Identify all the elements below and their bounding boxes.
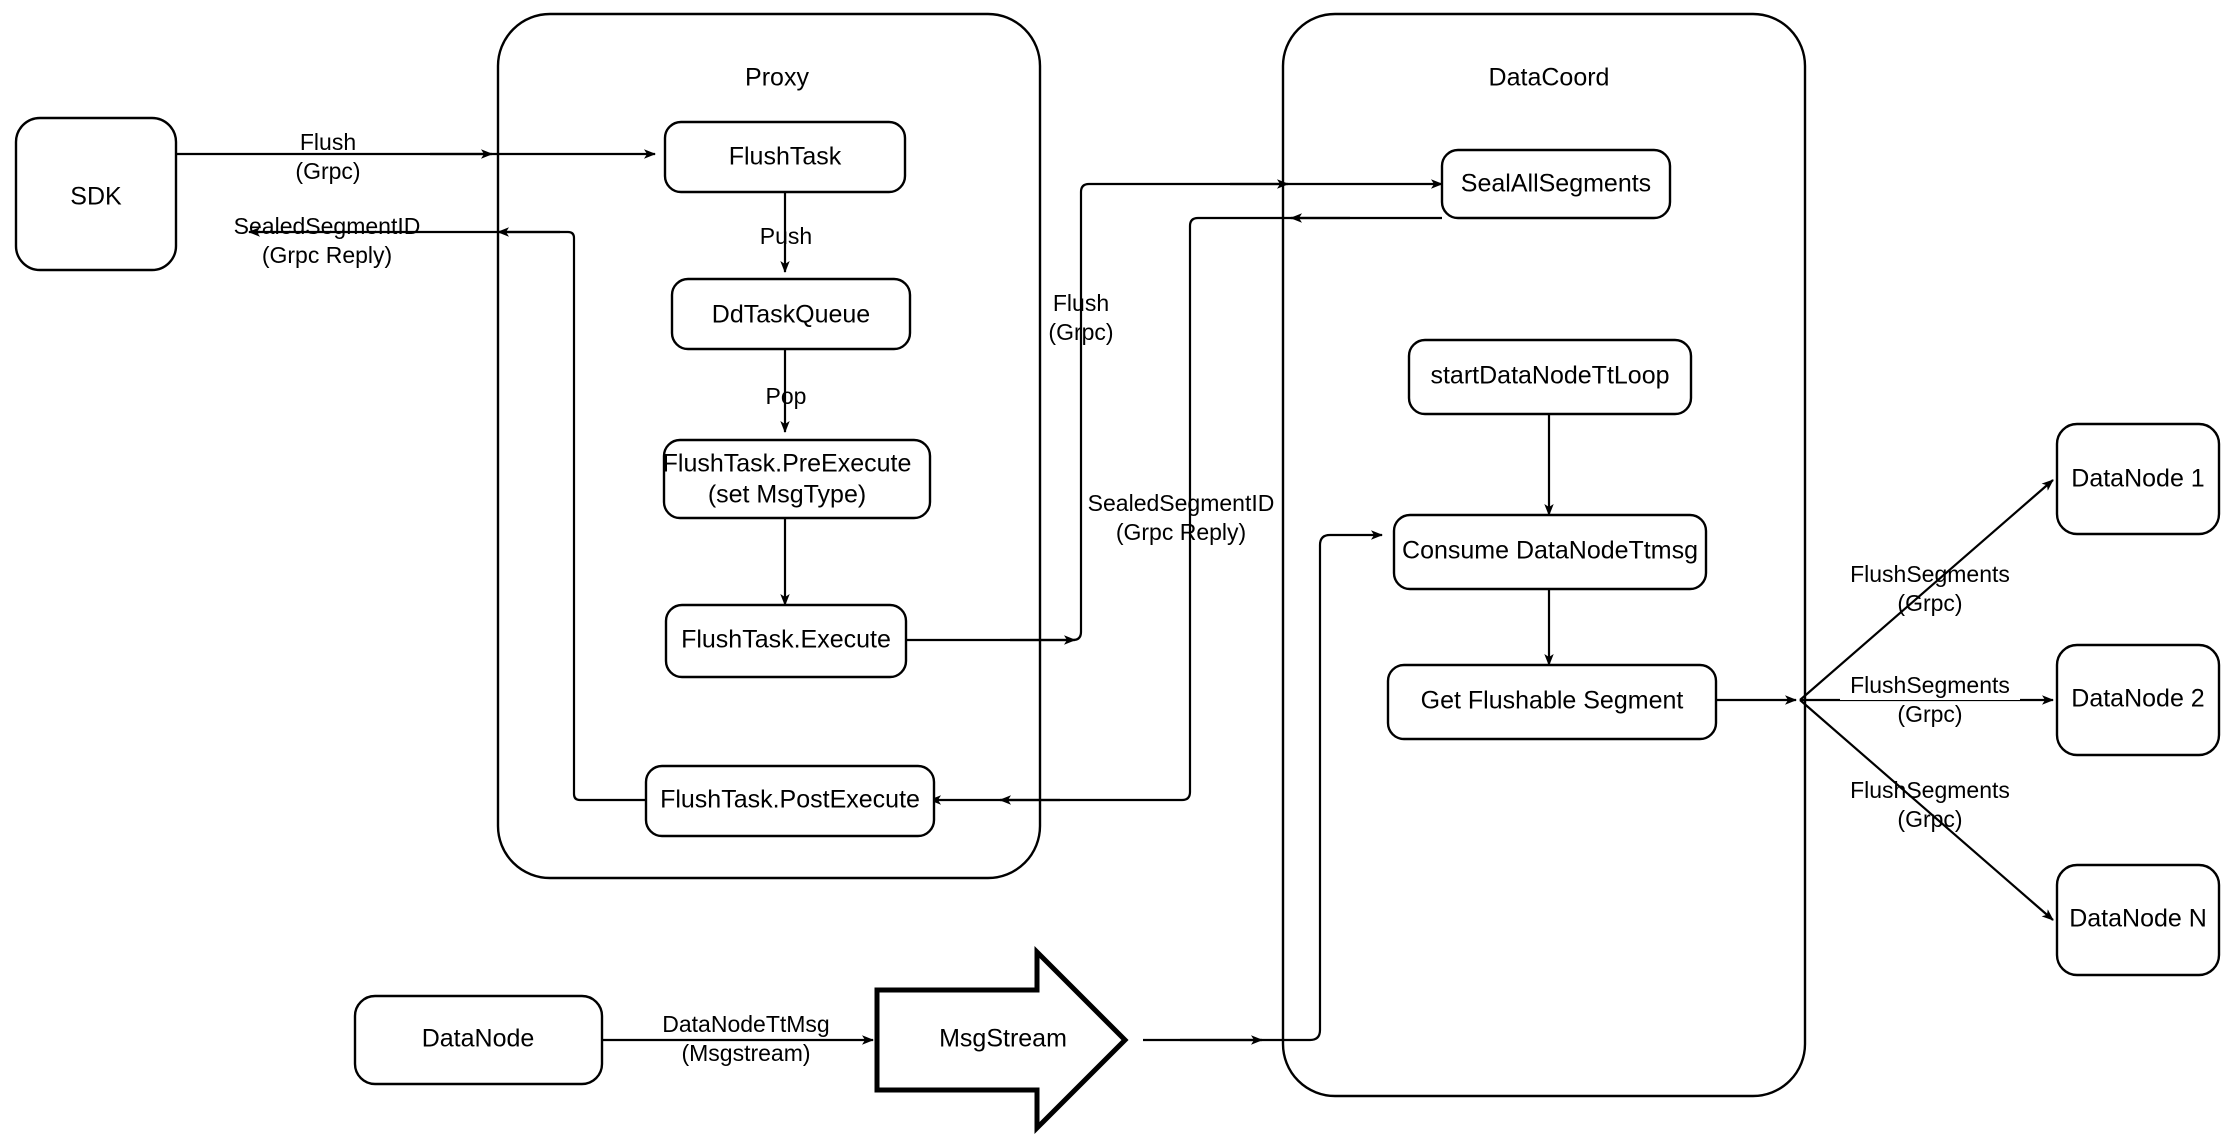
edge-label-flushsegments-1-line2: (Grpc) bbox=[1897, 590, 1962, 616]
node-ddtaskqueue[interactable] bbox=[670, 277, 912, 351]
node-preexecute[interactable] bbox=[662, 438, 932, 520]
node-postexecute[interactable] bbox=[644, 764, 936, 838]
node-sdk[interactable] bbox=[14, 116, 178, 272]
node-datanode-1-label: DataNode 1 bbox=[2071, 465, 2204, 493]
edge-junction-to-datanode1 bbox=[1799, 479, 2054, 701]
edge-junction-to-datanoden bbox=[1799, 699, 2054, 921]
edge-label-proxy-to-sdk-line2: (Grpc Reply) bbox=[262, 242, 392, 268]
node-execute-label: FlushTask.Execute bbox=[681, 626, 891, 654]
node-datanode-bottom-label: DataNode bbox=[422, 1025, 535, 1053]
node-datanode-2[interactable] bbox=[2055, 643, 2221, 757]
node-sealallsegments-label: SealAllSegments bbox=[1461, 170, 1651, 198]
node-preexecute-label-line2: (set MsgType) bbox=[708, 481, 866, 509]
node-datanode-n-label: DataNode N bbox=[2069, 905, 2207, 933]
node-consume-datanodettmsg-label: Consume DataNodeTtmsg bbox=[1402, 537, 1698, 565]
edge-label-coord-to-proxy-line1: SealedSegmentID bbox=[1088, 490, 1275, 516]
edge-label-pop: Pop bbox=[766, 383, 807, 409]
node-datanode-n[interactable] bbox=[2055, 863, 2221, 977]
edge-label-flushsegments-n-line2: (Grpc) bbox=[1897, 806, 1962, 832]
group-proxy-label: Proxy bbox=[745, 64, 809, 92]
edge-label-proxy-to-sdk-line1: SealedSegmentID bbox=[234, 213, 421, 239]
edge-label-flushsegments-2-line1-top: FlushSegments bbox=[1850, 672, 2010, 698]
node-startdatanodettloop-label: startDataNodeTtLoop bbox=[1430, 362, 1669, 390]
node-getflushablesegment-label: Get Flushable Segment bbox=[1421, 687, 1684, 715]
node-flushtask-label: FlushTask bbox=[729, 143, 842, 171]
edge-label-flushsegments-n-line1: FlushSegments bbox=[1850, 777, 2010, 803]
node-execute[interactable] bbox=[664, 603, 908, 679]
node-datanode-bottom[interactable] bbox=[353, 994, 604, 1086]
edge-label-proxy-to-coord-line2: (Grpc) bbox=[1048, 319, 1113, 345]
edge-execute-to-sealallsegments bbox=[906, 179, 1443, 642]
edge-label-datanodettmsg-line1: DataNodeTtMsg bbox=[662, 1011, 829, 1037]
group-datacoord bbox=[1281, 12, 1807, 1098]
node-datanode-1[interactable] bbox=[2055, 422, 2221, 536]
node-msgstream-arrow[interactable] bbox=[874, 945, 1129, 1135]
node-getflushablesegment[interactable] bbox=[1386, 663, 1718, 741]
edge-coord-border-to-consume bbox=[1180, 530, 1383, 1042]
edge-label-flushsegments-2-line2: (Grpc) bbox=[1897, 701, 1962, 727]
edge-label-proxy-to-coord-line1: Flush bbox=[1053, 290, 1109, 316]
node-startdatanodettloop[interactable] bbox=[1407, 338, 1693, 416]
node-sdk-label: SDK bbox=[70, 183, 122, 211]
edge-label-push: Push bbox=[760, 223, 812, 249]
edge-sealallsegments-to-postexecute bbox=[929, 216, 1442, 805]
group-proxy bbox=[496, 12, 1042, 880]
edge-postexecute-to-sdk bbox=[248, 227, 646, 802]
node-datanode-2-label: DataNode 2 bbox=[2071, 685, 2204, 713]
node-flushtask[interactable] bbox=[663, 120, 907, 194]
label-knockout-flushsegments-2 bbox=[1840, 672, 2020, 700]
node-ddtaskqueue-label: DdTaskQueue bbox=[712, 301, 870, 329]
edge-label-sdk-to-proxy-line2: (Grpc) bbox=[295, 158, 360, 184]
edge-label-sdk-to-proxy-line1: Flush bbox=[300, 129, 356, 155]
group-datacoord-label: DataCoord bbox=[1489, 64, 1610, 92]
node-msgstream-label: MsgStream bbox=[939, 1025, 1067, 1053]
node-consume-datanodettmsg[interactable] bbox=[1392, 513, 1708, 591]
node-sealallsegments[interactable] bbox=[1440, 148, 1672, 220]
edge-label-flushsegments-1-line1: FlushSegments bbox=[1850, 561, 2010, 587]
node-preexecute-label-line1: FlushTask.PreExecute bbox=[663, 450, 912, 478]
edge-label-coord-to-proxy-line2: (Grpc Reply) bbox=[1116, 519, 1246, 545]
node-postexecute-label: FlushTask.PostExecute bbox=[660, 786, 920, 814]
edge-label-datanodettmsg-line2: (Msgstream) bbox=[681, 1040, 810, 1066]
